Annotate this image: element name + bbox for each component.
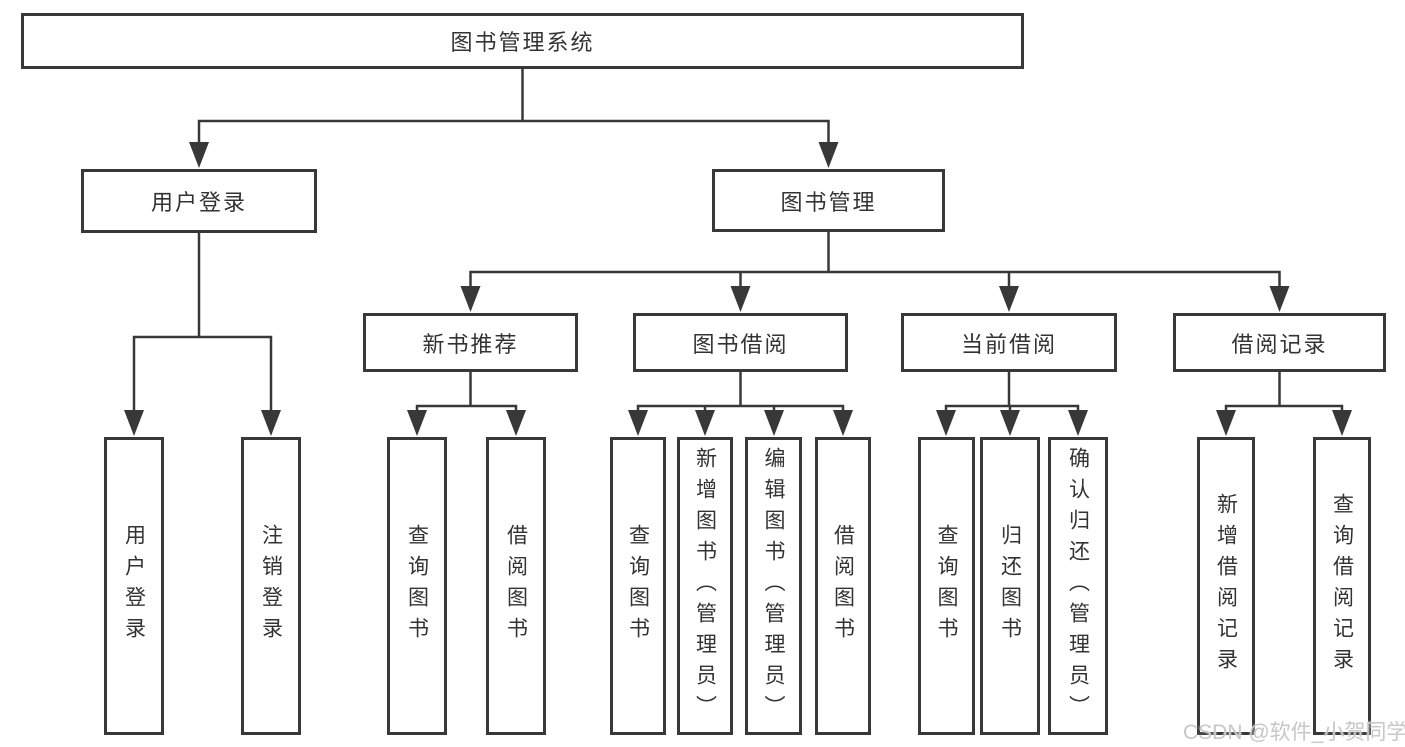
leaf-confirm-return-admin: 确认归还（管理员）: [1048, 437, 1108, 735]
leaf-newbook-borrow-books-label: 借阅图书: [504, 524, 528, 648]
leaf-return-books: 归还图书: [980, 437, 1040, 735]
leaf-logout: 注销登录: [241, 437, 301, 735]
connector-records-leaves: [1216, 370, 1352, 436]
arrowhead: [261, 410, 281, 436]
csdn-watermark: CSDN @软件_小贺同学: [1183, 721, 1405, 744]
leaf-query-borrow-record-label: 查询借阅记录: [1330, 493, 1354, 679]
node-root-label: 图书管理系统: [450, 30, 595, 55]
leaf-add-borrow-record: 新增借阅记录: [1197, 437, 1255, 735]
leaf-newbook-borrow-books: 借阅图书: [486, 437, 546, 735]
arrowhead: [936, 410, 956, 436]
leaf-borrow-query-books: 查询图书: [610, 437, 666, 735]
leaf-query-borrow-record: 查询借阅记录: [1313, 437, 1371, 735]
arrowhead: [730, 286, 751, 312]
node-book-borrowing-label: 图书借阅: [692, 331, 789, 357]
arrowhead: [833, 410, 853, 436]
arrowhead: [818, 142, 839, 168]
node-new-book-recommendation: 新书推荐: [363, 313, 578, 372]
arrowhead: [999, 286, 1019, 312]
leaf-user-login-label: 用户登录: [122, 524, 146, 648]
arrowhead: [1269, 286, 1290, 312]
node-borrowing-records: 借阅记录: [1173, 313, 1386, 372]
node-book-management: 图书管理: [712, 169, 945, 232]
leaf-borrow-query-books-label: 查询图书: [626, 524, 650, 648]
node-user-login: 用户登录: [81, 169, 317, 233]
arrowhead: [506, 410, 526, 436]
arrowhead: [124, 410, 144, 436]
node-current-borrowing: 当前借阅: [901, 313, 1117, 372]
leaf-add-books-admin-label: 新增图书（管理员）: [693, 446, 717, 726]
leaf-borrow-books: 借阅图书: [815, 437, 871, 735]
leaf-current-query-books-label: 查询图书: [935, 524, 958, 648]
arrowhead: [1000, 410, 1020, 436]
connector-userlogin-leaves: [124, 231, 281, 436]
node-new-book-recommendation-label: 新书推荐: [422, 331, 519, 357]
leaf-newbook-query-books: 查询图书: [387, 437, 447, 735]
arrowhead: [1068, 410, 1088, 436]
node-book-management-label: 图书管理: [780, 189, 877, 215]
arrowhead: [1332, 410, 1352, 436]
node-current-borrowing-label: 当前借阅: [960, 331, 1057, 357]
arrowhead: [695, 410, 715, 436]
arrowhead: [628, 410, 648, 436]
leaf-borrow-books-label: 借阅图书: [831, 524, 855, 648]
leaf-confirm-return-admin-label: 确认归还（管理员）: [1066, 446, 1090, 726]
connector-bookmgmt-to-level3: [460, 230, 1290, 312]
leaf-return-books-label: 归还图书: [998, 524, 1022, 648]
node-root: 图书管理系统: [21, 13, 1024, 69]
arrowhead: [764, 410, 784, 436]
arrowhead: [407, 410, 427, 436]
leaf-current-query-books: 查询图书: [918, 437, 975, 735]
leaf-logout-label: 注销登录: [259, 524, 283, 648]
leaf-add-books-admin: 新增图书（管理员）: [677, 437, 733, 735]
connector-currentborrow-leaves: [936, 370, 1088, 436]
node-borrowing-records-label: 借阅记录: [1231, 331, 1328, 357]
connector-bookborrow-leaves: [628, 370, 853, 436]
leaf-edit-books-admin-label: 编辑图书（管理员）: [762, 446, 785, 726]
arrowhead: [189, 142, 209, 168]
leaf-user-login: 用户登录: [104, 437, 164, 735]
node-user-login-label: 用户登录: [150, 190, 247, 215]
connector-newbook-leaves: [407, 370, 526, 436]
node-book-borrowing: 图书借阅: [633, 313, 848, 372]
connector-root-to-level2: [189, 67, 839, 168]
leaf-newbook-query-books-label: 查询图书: [405, 524, 429, 648]
arrowhead: [1216, 410, 1236, 436]
leaf-edit-books-admin: 编辑图书（管理员）: [745, 437, 802, 735]
arrowhead: [460, 286, 481, 312]
leaf-add-borrow-record-label: 新增借阅记录: [1214, 493, 1238, 679]
